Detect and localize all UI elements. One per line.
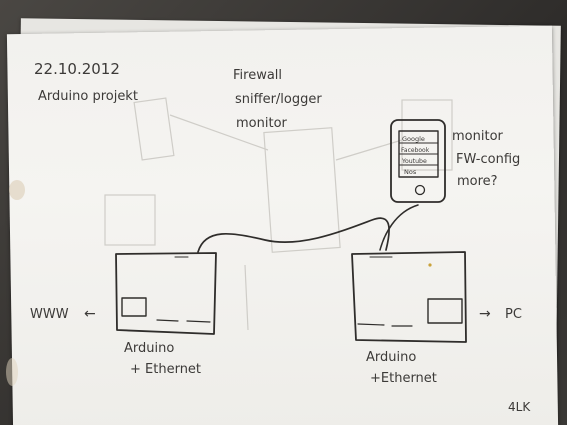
feature-sniffer-logger: sniffer/logger xyxy=(235,92,322,107)
www-label: WWW xyxy=(30,307,69,322)
feature-firewall: Firewall xyxy=(233,68,282,83)
right-arduino-board xyxy=(351,251,467,343)
signature-text: 4LK xyxy=(508,400,531,414)
note-more: more? xyxy=(457,174,498,189)
phone-item-google: Google xyxy=(402,135,425,143)
project-title: Arduino projekt xyxy=(38,89,138,104)
show-through-marks xyxy=(104,97,453,331)
paper-stain xyxy=(9,180,25,200)
left-arduino-board xyxy=(115,252,217,335)
right-board-label-1: Arduino xyxy=(366,350,416,365)
feature-monitor: monitor xyxy=(236,116,288,131)
phone-item-facebook: Facebook xyxy=(401,147,430,154)
phone-item-nos: Nos xyxy=(404,168,417,176)
pc-label: PC xyxy=(505,307,522,322)
left-board-label-2: + Ethernet xyxy=(130,362,201,377)
arrow-right-icon: → xyxy=(479,306,491,322)
right-board-label-2: +Ethernet xyxy=(370,371,437,386)
phone-sketch: Google Facebook Youtube Nos xyxy=(390,119,446,203)
paper-stain-lower xyxy=(6,358,18,386)
board-mark xyxy=(428,263,432,267)
board-to-phone-cable xyxy=(379,204,419,251)
left-board-label-1: Arduino xyxy=(124,341,174,356)
board-to-board-cable xyxy=(197,217,390,253)
arrow-left-icon: ← xyxy=(84,306,96,322)
phone-item-youtube: Youtube xyxy=(401,158,427,165)
date-text: 22.10.2012 xyxy=(34,60,120,78)
note-monitor: monitor xyxy=(452,129,504,144)
phone-home-button xyxy=(414,184,426,196)
note-fw-config: FW-config xyxy=(456,152,520,167)
